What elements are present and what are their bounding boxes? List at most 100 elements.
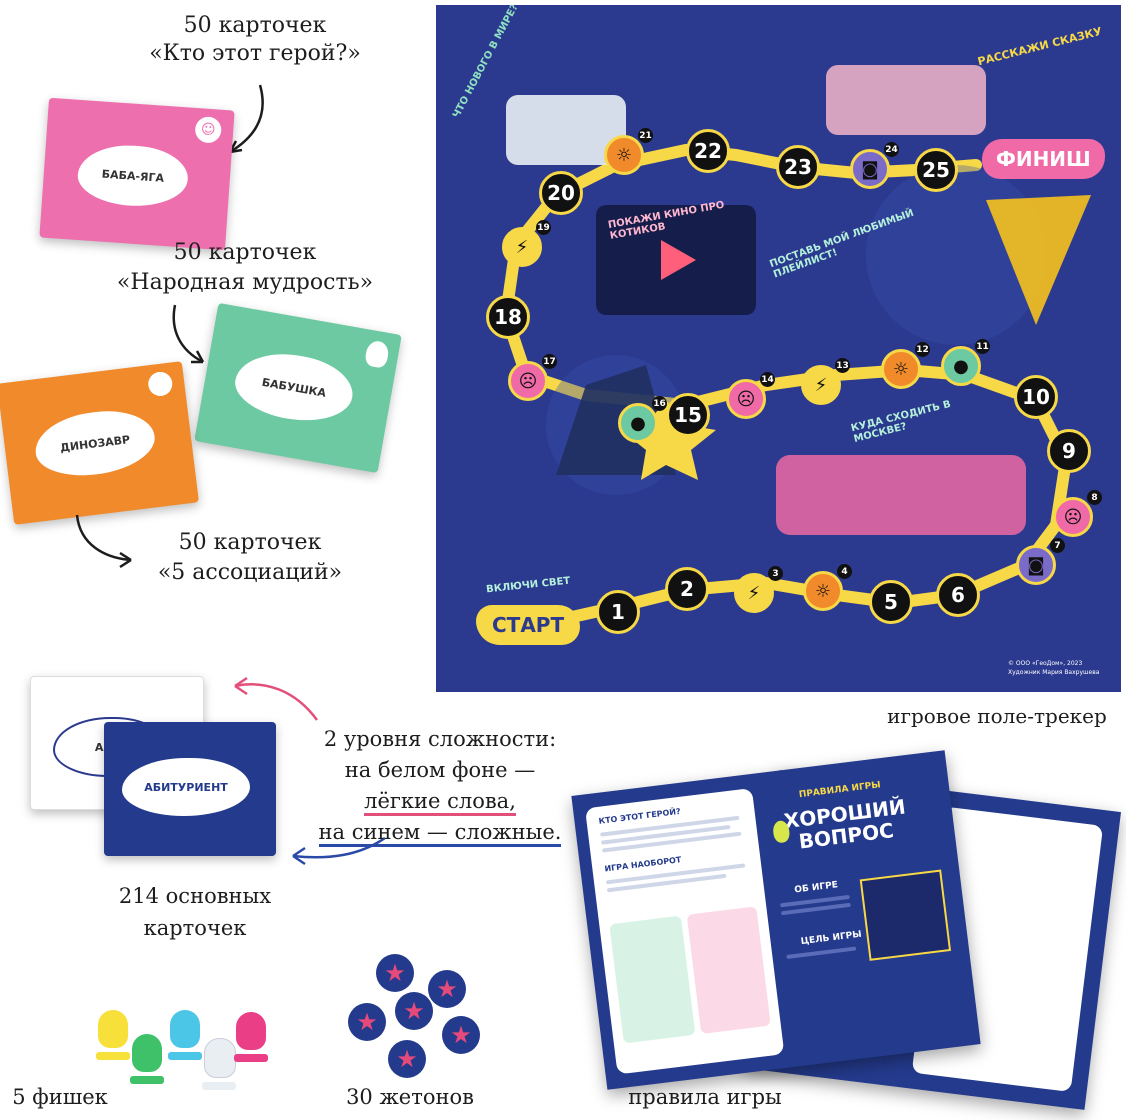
board-node-10: 10 bbox=[1014, 375, 1058, 419]
board-special-21-number: 21 bbox=[638, 128, 653, 143]
token-star-icon: ★ bbox=[376, 954, 414, 992]
board-special-3: ⚡3 bbox=[734, 566, 783, 613]
board-special-11: ●11 bbox=[941, 339, 990, 386]
cards2-caption: 50 карточек «Народная мудрость» bbox=[95, 238, 395, 298]
board-special-12: ☼12 bbox=[881, 342, 930, 389]
board-node-18: 18 bbox=[486, 295, 530, 339]
board-caption: игровое поле-трекер bbox=[887, 704, 1107, 728]
board-node-22: 22 bbox=[686, 129, 730, 173]
levels-caption-line3: лёгкие слова, bbox=[364, 789, 516, 816]
chip-green bbox=[130, 1034, 164, 1092]
cards1-caption: 50 карточек «Кто этот герой?» bbox=[120, 12, 390, 68]
board-special-16-number: 16 bbox=[652, 396, 667, 411]
board-special-21: ☼21 bbox=[604, 128, 653, 175]
arrow-to-cards3 bbox=[75, 514, 132, 569]
chip-yellow bbox=[96, 1010, 130, 1068]
rules-caption: правила игры bbox=[628, 1085, 782, 1109]
board-node-2: 2 bbox=[665, 567, 709, 611]
cards2-caption-line2: «Народная мудрость» bbox=[116, 270, 374, 295]
rules-green-box bbox=[609, 915, 696, 1044]
token-star-icon: ★ bbox=[348, 1003, 386, 1041]
rules-pink-box bbox=[686, 906, 771, 1034]
chip-pink bbox=[234, 1012, 268, 1070]
token-star-icon: ★ bbox=[442, 1016, 480, 1054]
rules-left-page: КТО ЭТОТ ГЕРОЙ? ИГРА НАОБОРОТ bbox=[584, 787, 785, 1075]
cards1-caption-line1: 50 карточек bbox=[183, 13, 327, 38]
pink-arrow-to-white-card bbox=[234, 676, 319, 721]
board-special-24: ◙24 bbox=[850, 142, 899, 189]
cards3-caption-line2: «5 ассоциаций» bbox=[157, 560, 343, 585]
rules-title: ХОРОШИЙ ВОПРОС bbox=[782, 794, 907, 854]
board-node-25: 25 bbox=[914, 148, 958, 192]
blue-card-word: АБИТУРИЕНТ bbox=[122, 758, 250, 816]
main-cards-caption: 214 основных карточек bbox=[95, 880, 295, 944]
token-star-icon: ★ bbox=[388, 1040, 426, 1078]
doll-icon bbox=[363, 339, 391, 369]
arrow-to-green-card bbox=[172, 304, 205, 364]
board-special-13-number: 13 bbox=[835, 358, 850, 373]
rules-text-line bbox=[786, 946, 857, 959]
orange-card: ДИНОЗАВР bbox=[0, 361, 199, 525]
board-node-6: 6 bbox=[936, 573, 980, 617]
cards3-caption-line1: 50 карточек bbox=[178, 530, 322, 555]
rules-left-heading1: КТО ЭТОТ ГЕРОЙ? bbox=[598, 806, 682, 826]
board-special-13: ⚡13 bbox=[801, 358, 850, 405]
start-label: СТАРТ bbox=[476, 605, 581, 645]
rules-mini-board bbox=[859, 869, 952, 961]
board-artist-line: Художник Мария Вахрушева bbox=[1008, 669, 1100, 676]
rules-booklet-front: КТО ЭТОТ ГЕРОЙ? ИГРА НАОБОРОТ ПРАВИЛА ИГ… bbox=[571, 750, 981, 1090]
green-card-word: БАБУШКА bbox=[230, 345, 358, 430]
cards1-caption-line2: «Кто этот герой?» bbox=[149, 41, 361, 66]
board-node-15: 15 bbox=[666, 393, 710, 437]
board-copyright-line: © ООО «ГеоДом», 2023 bbox=[1008, 660, 1083, 667]
main-cards-caption-line1: 214 основных bbox=[118, 884, 272, 908]
board-special-7: ◙7 bbox=[1016, 538, 1065, 585]
chips-caption: 5 фишек bbox=[12, 1085, 108, 1109]
main-cards-caption-line2: карточек bbox=[143, 916, 247, 940]
board-special-3-number: 3 bbox=[768, 566, 783, 581]
levels-caption: 2 уровня сложности: на белом фоне — лёгк… bbox=[300, 724, 580, 848]
blue-card: АБИТУРИЕНТ bbox=[104, 722, 276, 856]
board-special-8-number: 8 bbox=[1087, 490, 1102, 505]
rules-section-about: ОБ ИГРЕ bbox=[793, 880, 839, 896]
pink-card: БАБА-ЯГА ☺ bbox=[39, 97, 235, 251]
board-node-1: 1 bbox=[596, 590, 640, 634]
board-special-4: ☼4 bbox=[803, 564, 852, 611]
board-special-16: ●16 bbox=[618, 396, 667, 443]
board-special-24-number: 24 bbox=[884, 142, 899, 157]
tokens-caption: 30 жетонов bbox=[346, 1085, 474, 1109]
levels-caption-line1: 2 уровня сложности: bbox=[323, 727, 557, 751]
cards3-caption: 50 карточек «5 ассоциаций» bbox=[125, 528, 375, 588]
board-special-4-number: 4 bbox=[837, 564, 852, 579]
board-node-23: 23 bbox=[776, 145, 820, 189]
chip-cyan bbox=[168, 1010, 202, 1068]
board-copyright: © ООО «ГеоДом», 2023 Художник Мария Вахр… bbox=[1008, 659, 1099, 677]
pink-card-word: БАБА-ЯГА bbox=[75, 141, 190, 210]
board-special-7-number: 7 bbox=[1050, 538, 1065, 553]
board-special-14-number: 14 bbox=[760, 372, 775, 387]
brain-icon bbox=[146, 370, 174, 398]
green-card: БАБУШКА bbox=[194, 302, 402, 474]
face-icon: ☺ bbox=[194, 115, 223, 144]
board-special-19: ⚡19 bbox=[502, 220, 551, 267]
rules-left-heading2: ИГРА НАОБОРОТ bbox=[603, 855, 682, 874]
board-track bbox=[499, 65, 1091, 631]
board-special-19-number: 19 bbox=[536, 220, 551, 235]
finish-label: ФИНИШ bbox=[982, 139, 1105, 179]
rules-section-goal: ЦЕЛЬ ИГРЫ bbox=[800, 929, 863, 948]
board-special-17-number: 17 bbox=[542, 354, 557, 369]
orange-card-word: ДИНОЗАВР bbox=[31, 405, 159, 482]
board-node-20: 20 bbox=[539, 171, 583, 215]
board-special-12-number: 12 bbox=[915, 342, 930, 357]
token-star-icon: ★ bbox=[395, 992, 433, 1030]
levels-caption-line2: на белом фоне — bbox=[344, 758, 536, 782]
board-special-14: ☹14 bbox=[726, 372, 775, 419]
levels-caption-line4: на синем — сложные. bbox=[318, 820, 562, 847]
cards2-caption-line1: 50 карточек bbox=[173, 240, 317, 265]
board-special-8: ☹8 bbox=[1053, 490, 1102, 537]
blue-arrow-to-blue-card bbox=[292, 836, 386, 866]
board-node-5: 5 bbox=[869, 580, 913, 624]
token-star-icon: ★ bbox=[428, 970, 466, 1008]
board-node-9: 9 bbox=[1047, 429, 1091, 473]
board-special-11-number: 11 bbox=[975, 339, 990, 354]
